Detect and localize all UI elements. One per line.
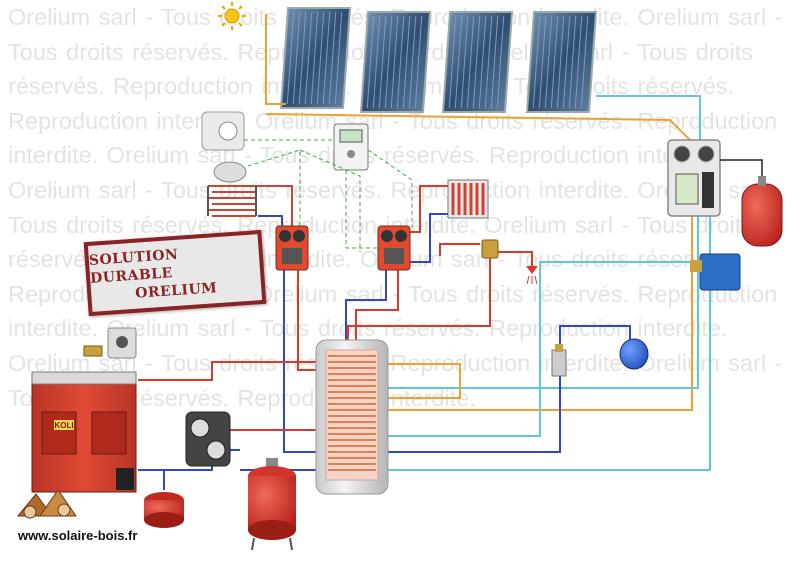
- stamp-line-1: SOLUTION DURABLE: [88, 246, 179, 287]
- radiator: [447, 179, 489, 219]
- website-url[interactable]: www.solaire-bois.fr: [18, 528, 138, 543]
- solar-expansion-vessel: [741, 176, 783, 247]
- solar-pump-station: [667, 139, 721, 217]
- boiler-brand-label: KOLI: [54, 421, 73, 430]
- safety-group: [551, 344, 567, 377]
- load-unit-pump: [185, 411, 231, 467]
- safety-valve: [83, 345, 103, 357]
- buffer-tank: [315, 339, 389, 495]
- boiler-expansion-vessel: [144, 492, 184, 528]
- boiler-controls: [107, 327, 137, 359]
- mixing-pump-group: [275, 225, 309, 271]
- solar-panel-array: [279, 7, 598, 113]
- wood-boiler: KOLI: [31, 371, 137, 493]
- solar-panel: [441, 11, 514, 113]
- sun-icon: [218, 2, 246, 30]
- solar-panel: [279, 7, 352, 109]
- controller-unit: [333, 123, 369, 171]
- three-way-valve: [690, 253, 741, 291]
- room-thermostat: [201, 111, 245, 151]
- mixing-valve: [481, 239, 499, 259]
- firewood-logs: [16, 489, 77, 519]
- mixing-pump-group: [377, 225, 411, 271]
- shower-head-icon: [526, 266, 538, 285]
- solution-durable-stamp: SOLUTION DURABLE ORELIUM: [83, 229, 267, 317]
- solar-panel: [525, 11, 598, 113]
- solar-panel: [359, 11, 432, 113]
- main-expansion-vessel: [248, 458, 296, 551]
- outdoor-sensor: [213, 161, 247, 183]
- sanitary-expansion-vessel: [619, 338, 649, 370]
- floor-heating-coil: [207, 185, 258, 217]
